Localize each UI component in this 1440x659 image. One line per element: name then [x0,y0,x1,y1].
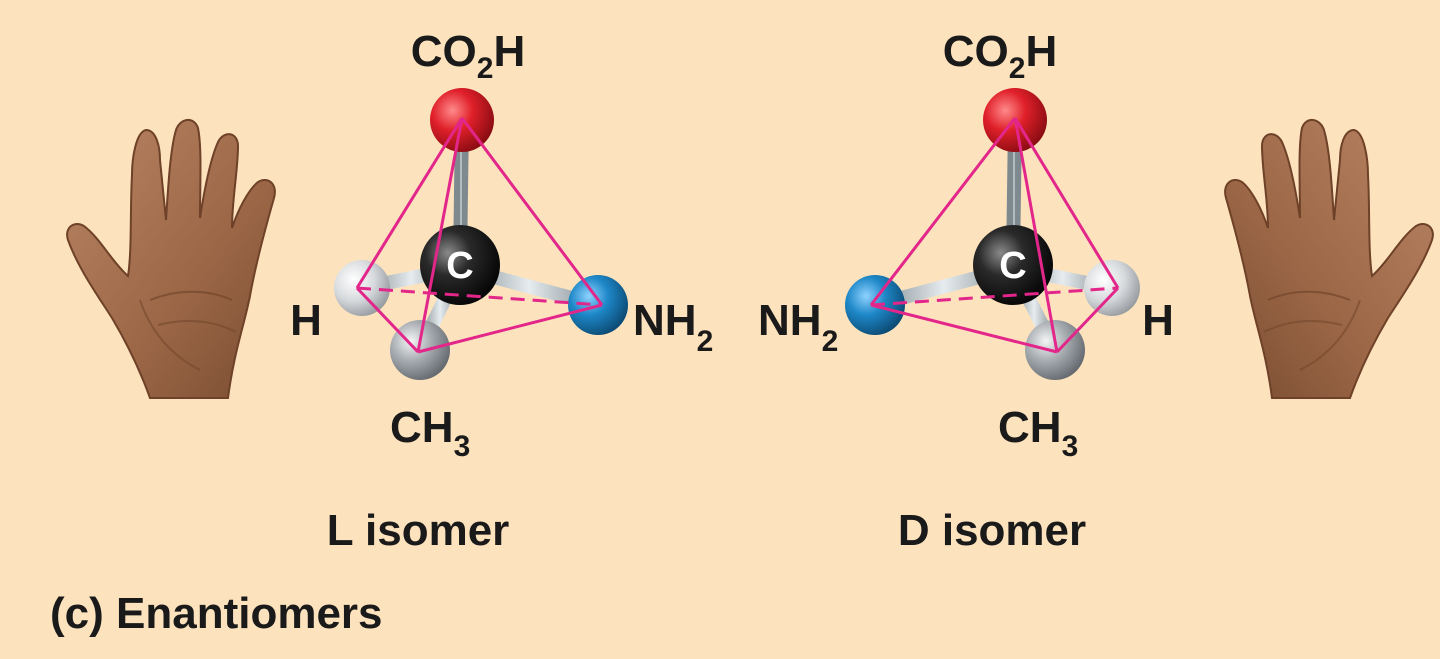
d-bottom-label: CH3 [998,403,1078,463]
l-top-label: CO2H [411,27,525,85]
tetrahedron-outline [869,117,1120,354]
tetrahedron-outline [355,117,604,354]
d-isomer-caption: D isomer [898,506,1086,555]
d-isomer-molecule: C CO2H NH2 H CH3 D isomer [758,27,1174,555]
l-isomer-caption: L isomer [327,506,510,555]
l-right-label: NH2 [633,296,713,358]
carbon-label: C [446,245,473,287]
carbon-label: C [999,245,1026,287]
right-hand-icon [1224,119,1434,399]
l-isomer-molecule: C CO2H H NH2 CH3 L isomer [290,27,713,555]
carbon-atom [973,225,1053,305]
hydrogen-atom [1084,260,1140,316]
d-right-label: H [1142,296,1174,345]
d-top-label: CO2H [943,27,1057,85]
l-left-label: H [290,296,322,345]
left-hand-icon [66,119,276,399]
d-left-label: NH2 [758,296,838,358]
figure-caption: (c) Enantiomers [50,589,383,638]
l-bottom-label: CH3 [390,403,470,463]
carbon-atom [420,225,500,305]
